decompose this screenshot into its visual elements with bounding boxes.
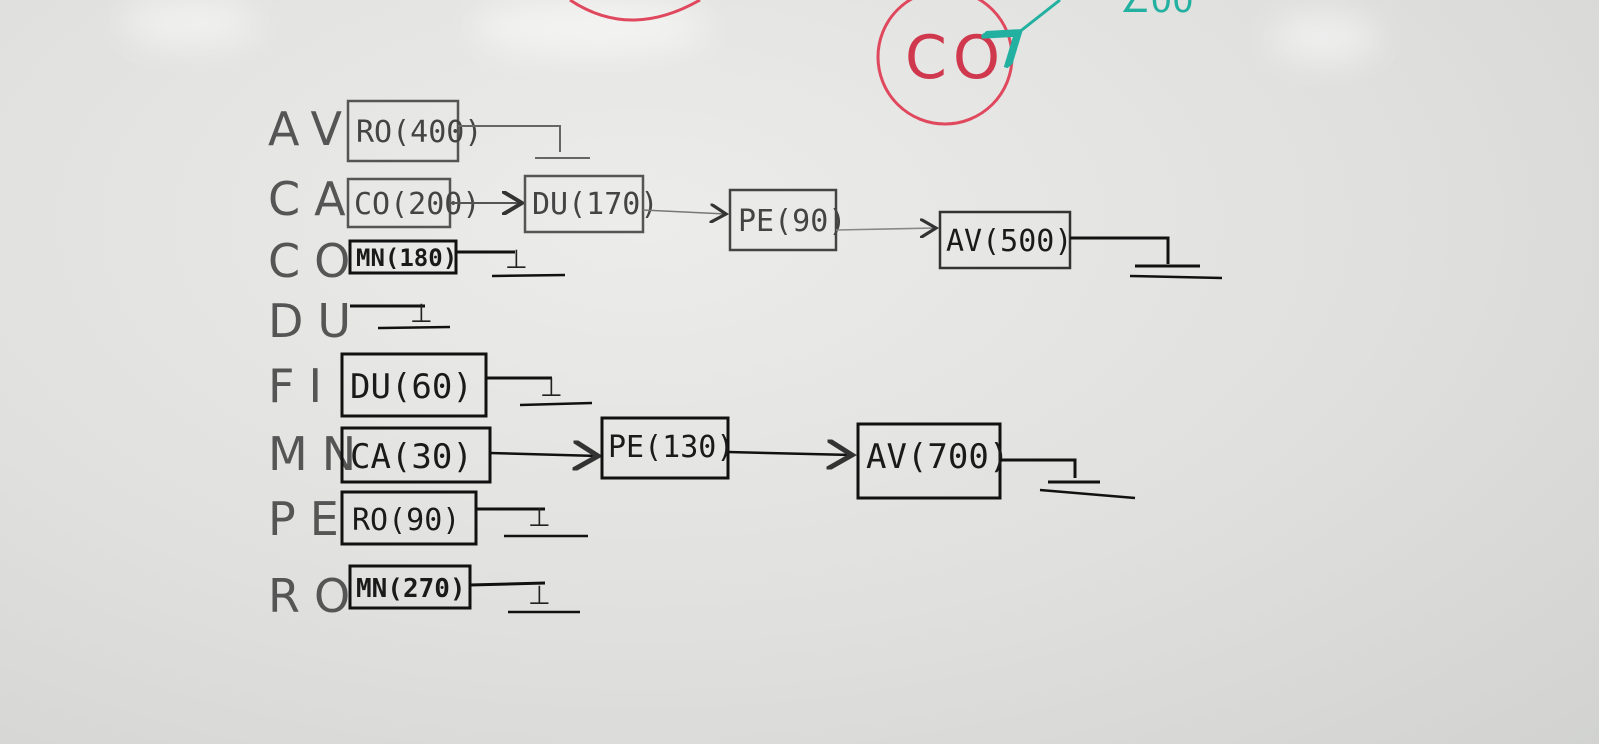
node-box	[600, 416, 730, 480]
teal-arrow	[1018, 0, 1061, 33]
node-box	[340, 352, 488, 418]
link-line	[469, 581, 546, 587]
node-label: AV(500)	[946, 224, 1072, 259]
row-mn: CA(30) PE(130) AV(700)	[340, 416, 1136, 500]
node-label: CO(200)	[354, 187, 480, 222]
head-label-co: CO	[268, 234, 364, 288]
null-symbol: ⊥	[410, 299, 433, 329]
reflection	[470, 0, 710, 55]
head-label-ro: RO	[268, 569, 364, 623]
reflection	[1270, 15, 1380, 60]
row-fi: DU(60) ⊥	[340, 352, 593, 418]
link-line	[458, 125, 561, 152]
node-box	[340, 490, 478, 546]
node-label: DU(60)	[350, 367, 473, 407]
row-du: ⊥	[350, 299, 451, 330]
node-label: MN(270)	[356, 574, 466, 604]
node-label: PE(130)	[608, 430, 734, 465]
node-box	[348, 239, 458, 275]
null-line	[491, 273, 566, 278]
row-av: RO(400)	[346, 99, 590, 163]
node-box	[523, 174, 645, 234]
node-label: MN(180)	[356, 244, 457, 272]
node-label: RO(400)	[356, 115, 482, 150]
head-label-ca: CA	[268, 172, 360, 226]
node-box	[728, 188, 838, 252]
row-co: MN(180) ⊥	[348, 239, 566, 278]
head-label-du: DU	[268, 294, 365, 348]
null-symbol: ⊥	[528, 581, 551, 611]
node-label: DU(170)	[532, 187, 658, 222]
null-symbol: ⊥	[505, 245, 528, 275]
null-symbol: ⊥	[540, 373, 563, 403]
teal-text: ∠00	[1120, 0, 1194, 21]
null-line	[377, 325, 451, 330]
node-label: CA(30)	[350, 437, 473, 477]
node-label: PE(90)	[738, 204, 846, 239]
link-arrow	[642, 210, 726, 214]
row-pe: RO(90) ⊥	[340, 490, 588, 546]
head-label-pe: PE	[268, 492, 353, 546]
node-box	[348, 564, 472, 610]
link-arrow	[835, 228, 936, 230]
link-line	[1070, 236, 1170, 264]
link-line	[1000, 458, 1077, 478]
circled-label: CO	[905, 23, 1006, 93]
null-line	[1039, 488, 1136, 500]
head-label-fi: FI	[268, 359, 336, 413]
link-arrow	[727, 452, 852, 455]
row-ro: MN(270) ⊥	[348, 564, 580, 614]
row-ca: CO(200) DU(170) PE(90) AV(500)	[346, 174, 1223, 280]
null-line	[1129, 274, 1223, 280]
null-line	[519, 401, 593, 407]
node-label: RO(90)	[352, 503, 460, 538]
link-arrow	[489, 453, 598, 456]
null-symbol: ⊥	[528, 503, 551, 533]
node-box	[346, 99, 460, 163]
node-box	[340, 426, 492, 484]
node-label: AV(700)	[866, 437, 1009, 477]
reflection	[120, 0, 260, 45]
head-label-av: AV	[268, 102, 356, 156]
node-box	[938, 210, 1072, 270]
pink-arc	[569, 0, 701, 22]
